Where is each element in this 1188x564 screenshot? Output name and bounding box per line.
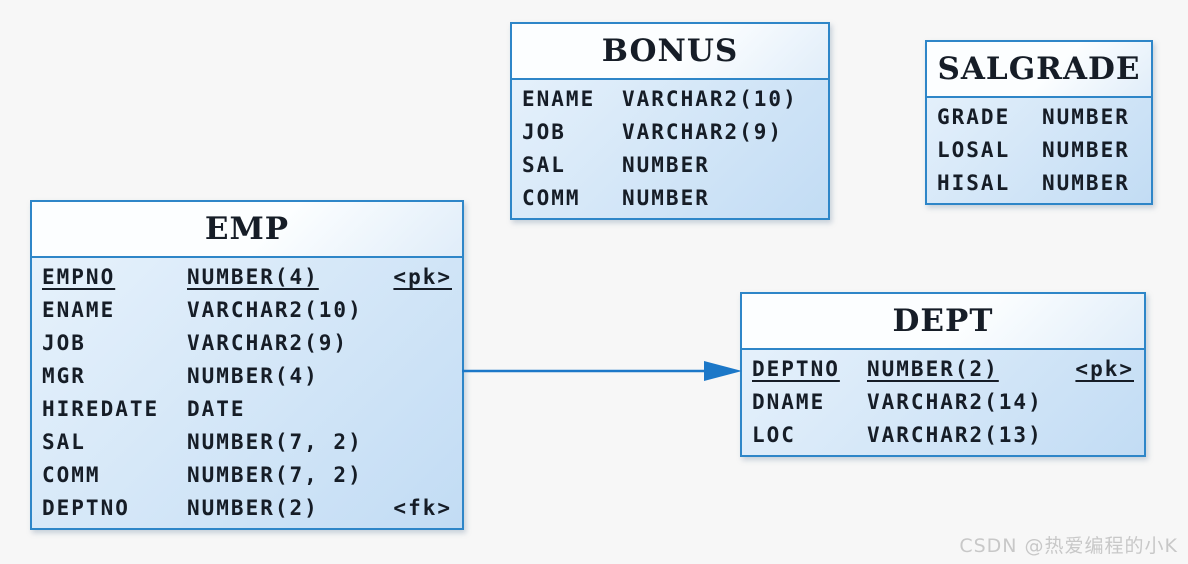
column-row: COMM NUMBER — [512, 182, 828, 215]
table-dept-title: DEPT — [742, 294, 1144, 350]
column-row: GRADE NUMBER — [927, 101, 1151, 134]
table-bonus-columns: ENAME VARCHAR2(10) JOB VARCHAR2(9) SAL NUMBER… — [512, 80, 828, 218]
column-row: LOSAL NUMBER — [927, 134, 1151, 167]
column-type: NUMBER — [1042, 105, 1130, 129]
column-key: <pk> — [1075, 357, 1134, 381]
column-type: DATE — [187, 397, 246, 421]
column-row: HIREDATE DATE — [32, 393, 462, 426]
table-dept: DEPT DEPTNO NUMBER(2) <pk> DNAME VARCHAR2(14… — [740, 292, 1146, 457]
column-name: LOSAL — [937, 138, 1011, 162]
column-type: VARCHAR2(13) — [867, 423, 1043, 447]
column-row: JOB VARCHAR2(9) — [512, 116, 828, 149]
column-name: COMM — [42, 463, 101, 487]
column-name: JOB — [42, 331, 86, 355]
column-name: GRADE — [937, 105, 1011, 129]
column-name: SAL — [522, 153, 566, 177]
table-salgrade: SALGRADE GRADE NUMBER LOSAL NUMBER HISAL NUMB… — [925, 40, 1153, 205]
column-type: VARCHAR2(9) — [187, 331, 349, 355]
table-salgrade-title: SALGRADE — [927, 42, 1151, 98]
column-type: NUMBER — [622, 153, 710, 177]
column-type: NUMBER(4) — [187, 364, 319, 388]
column-row: COMM NUMBER(7, 2) — [32, 459, 462, 492]
column-row: ENAME VARCHAR2(10) — [32, 294, 462, 327]
column-row: MGR NUMBER(4) — [32, 360, 462, 393]
column-type: VARCHAR2(10) — [622, 87, 798, 111]
column-row: LOC VARCHAR2(13) — [742, 419, 1144, 452]
table-bonus-title: BONUS — [512, 24, 828, 80]
csdn-watermark: CSDN @热爱编程的小K — [959, 535, 1178, 557]
column-key: <fk> — [393, 496, 452, 520]
column-type: VARCHAR2(10) — [187, 298, 363, 322]
table-salgrade-columns: GRADE NUMBER LOSAL NUMBER HISAL NUMBER — [927, 98, 1151, 203]
column-type: NUMBER(2) — [867, 357, 999, 381]
column-name: MGR — [42, 364, 86, 388]
column-row: SAL NUMBER(7, 2) — [32, 426, 462, 459]
column-row: ENAME VARCHAR2(10) — [512, 83, 828, 116]
column-name: DEPTNO — [42, 496, 130, 520]
column-name: EMPNO — [42, 265, 116, 289]
table-emp-columns: EMPNO NUMBER(4) <pk> ENAME VARCHAR2(10) JOB VA… — [32, 258, 462, 528]
column-type: NUMBER — [1042, 171, 1130, 195]
column-type: VARCHAR2(14) — [867, 390, 1043, 414]
column-name: DEPTNO — [752, 357, 840, 381]
column-row: HISAL NUMBER — [927, 167, 1151, 200]
table-bonus: BONUS ENAME VARCHAR2(10) JOB VARCHAR2(9) SAL… — [510, 22, 830, 220]
column-name: JOB — [522, 120, 566, 144]
column-name: SAL — [42, 430, 86, 454]
column-name: HIREDATE — [42, 397, 160, 421]
column-name: DNAME — [752, 390, 826, 414]
column-name: HISAL — [937, 171, 1011, 195]
column-row: JOB VARCHAR2(9) — [32, 327, 462, 360]
column-row: EMPNO NUMBER(4) <pk> — [32, 261, 462, 294]
column-type: NUMBER — [622, 186, 710, 210]
table-emp-title: EMP — [32, 202, 462, 258]
column-type: NUMBER(7, 2) — [187, 430, 363, 454]
arrowhead-icon — [704, 361, 742, 381]
column-row: DEPTNO NUMBER(2) <pk> — [742, 353, 1144, 386]
column-type: NUMBER(2) — [187, 496, 319, 520]
column-name: ENAME — [42, 298, 116, 322]
column-type: NUMBER — [1042, 138, 1130, 162]
column-name: COMM — [522, 186, 581, 210]
column-row: SAL NUMBER — [512, 149, 828, 182]
column-type: NUMBER(4) — [187, 265, 319, 289]
table-emp: EMP EMPNO NUMBER(4) <pk> ENAME VARCHAR2(10) J… — [30, 200, 464, 530]
column-row: DEPTNO NUMBER(2) <fk> — [32, 492, 462, 525]
column-type: VARCHAR2(9) — [622, 120, 784, 144]
column-name: LOC — [752, 423, 796, 447]
column-type: NUMBER(7, 2) — [187, 463, 363, 487]
table-dept-columns: DEPTNO NUMBER(2) <pk> DNAME VARCHAR2(14) LOC V… — [742, 350, 1144, 455]
column-name: ENAME — [522, 87, 596, 111]
column-row: DNAME VARCHAR2(14) — [742, 386, 1144, 419]
column-key: <pk> — [393, 265, 452, 289]
